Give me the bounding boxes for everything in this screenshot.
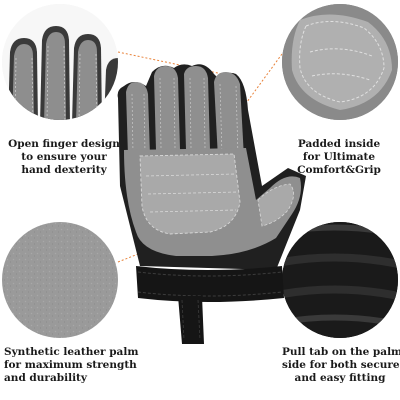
- detail-padded-circle: [282, 4, 398, 120]
- caption-pull-tab-line-3: and easy fitting: [294, 372, 386, 384]
- caption-padded-line-2: for Ultimate: [302, 151, 376, 163]
- caption-pull-tab-line-1: Pull tab on the palm: [282, 346, 400, 358]
- caption-pull-tab-line-2: side for both secure: [282, 359, 400, 371]
- detail-open-finger-circle: [2, 4, 118, 120]
- caption-synthetic-line-2: for maximum strength: [4, 359, 137, 371]
- glove-illustration: [117, 64, 306, 344]
- caption-synthetic-line-1: Synthetic leather palm: [4, 346, 139, 358]
- callout-line-open-finger: [117, 51, 233, 77]
- caption-synthetic-leather: Synthetic leather palm for maximum stren…: [4, 346, 139, 385]
- caption-open-finger: Open finger design to ensure your hand d…: [0, 138, 128, 177]
- detail-synthetic-leather-circle: [2, 222, 118, 338]
- caption-padded-line-3: Comfort&Grip: [297, 164, 381, 176]
- caption-padded: Padded inside for Ultimate Comfort&Grip: [280, 138, 398, 177]
- caption-padded-line-1: Padded inside: [297, 138, 381, 150]
- caption-open-finger-line-1: Open finger design: [8, 138, 120, 150]
- caption-open-finger-line-2: to ensure your: [21, 151, 107, 163]
- detail-pull-tab-circle: [282, 222, 398, 338]
- caption-synthetic-line-3: and durability: [4, 372, 88, 384]
- caption-pull-tab: Pull tab on the palm side for both secur…: [282, 346, 400, 385]
- caption-open-finger-line-3: hand dexterity: [21, 164, 107, 176]
